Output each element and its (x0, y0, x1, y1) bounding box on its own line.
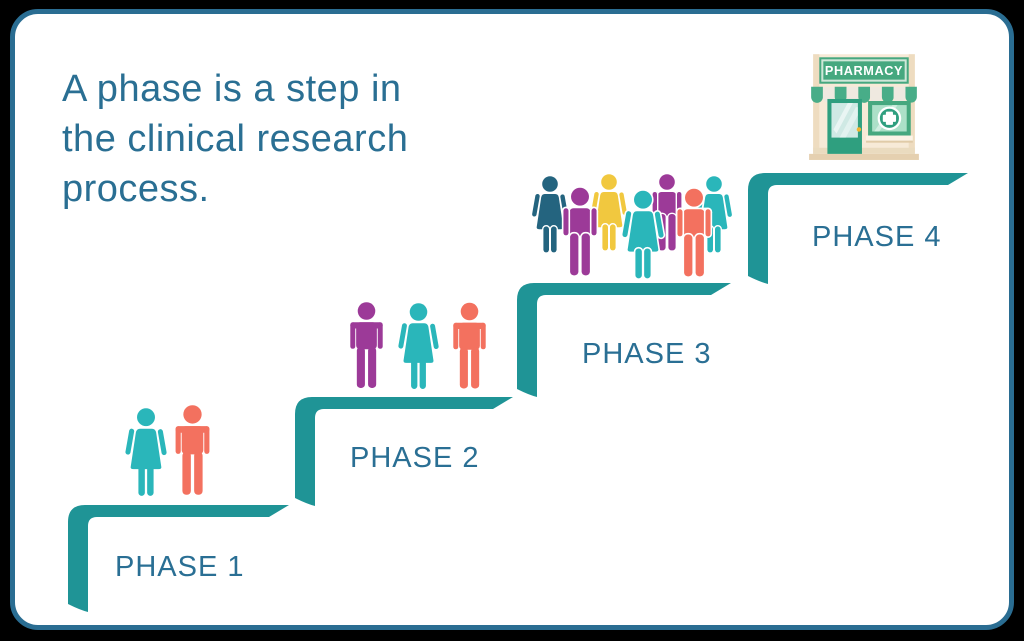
pharmacy-icon: PHARMACY (809, 54, 919, 160)
door-knob (856, 127, 862, 132)
pharmacy-sign-text: PHARMACY (825, 64, 903, 78)
step-1 (68, 505, 289, 612)
pharmacy-left-trim (813, 54, 820, 154)
pharmacy-sign: PHARMACY (819, 57, 909, 84)
phase-4-label: PHASE 4 (812, 221, 942, 253)
pharmacy-awning (811, 86, 917, 103)
window-sill (866, 135, 913, 141)
phase-3-label: PHASE 3 (582, 338, 712, 370)
phase-3-crowd (530, 174, 734, 280)
phase2-woman-figure (397, 303, 440, 389)
pharmacy-door (827, 98, 862, 154)
step-3 (517, 283, 731, 397)
pharmacy-ground (809, 153, 919, 160)
phase1-woman-figure (125, 408, 167, 496)
cross-horizontal (882, 114, 897, 122)
window-sill-shadow (866, 140, 913, 143)
phase-2-label: PHASE 2 (350, 442, 480, 474)
pharmacy-base (813, 147, 915, 154)
phase1-man-figure (175, 405, 210, 495)
step-4 (748, 173, 968, 284)
staircase-steps (68, 173, 968, 612)
phase2-man-purple-figure (350, 302, 383, 388)
step-2 (295, 397, 513, 506)
phase3-man-purple-front-figure (561, 187, 599, 277)
page-title: A phase is a step in the clinical resear… (62, 68, 409, 210)
phase-2-people (350, 302, 486, 389)
phase2-man-coral-figure (453, 302, 486, 389)
phase-1-label: PHASE 1 (115, 551, 245, 583)
pharmacy-window (866, 101, 913, 143)
phase-1-people (125, 405, 210, 496)
pharmacy-right-trim (908, 54, 915, 154)
